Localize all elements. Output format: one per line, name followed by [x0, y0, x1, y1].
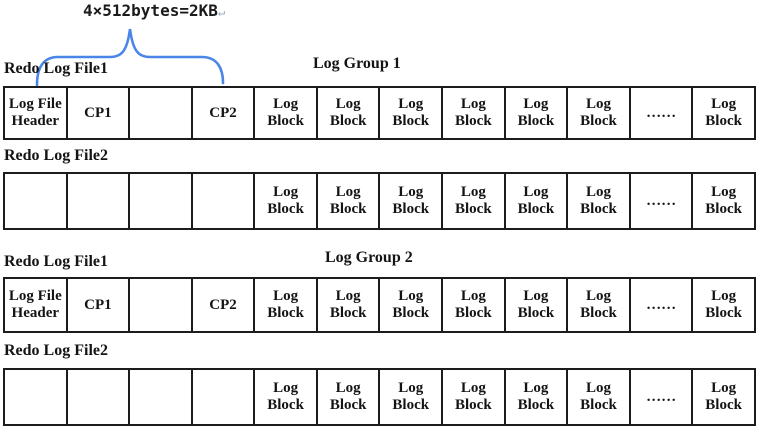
empty-cell: [130, 279, 193, 331]
file-label: Redo Log File1: [4, 60, 108, 77]
empty-cell: [193, 174, 256, 228]
file-label: Redo Log File2: [4, 342, 108, 359]
log-block-cell: Log Block: [705, 288, 742, 321]
group-title: Log Group 2: [325, 249, 413, 266]
log-block-cell: Log Block: [255, 279, 318, 331]
file-label: Redo Log File2: [4, 147, 108, 164]
log-block-cell: Log Block: [443, 88, 506, 138]
log-block-cell: Log Block: [318, 370, 381, 424]
log-block-cell: Log Block: [705, 96, 742, 129]
log-block-cell: Log Block: [443, 370, 506, 424]
cp1-cell: CP1: [68, 88, 131, 138]
empty-cell: [68, 174, 131, 228]
log-file-header-cell: Log File Header: [5, 88, 68, 138]
log-block-cell: Log Block: [705, 380, 742, 413]
log-block-cell: Log Block: [443, 174, 506, 228]
cp1-cell: CP1: [68, 279, 131, 331]
log-block-cell: Log Block: [568, 279, 631, 331]
size-annotation: 4×512bytes=2KB↵: [83, 1, 225, 20]
log-block-cell: Log Block: [255, 174, 318, 228]
empty-cell: [130, 88, 193, 138]
empty-cell: [130, 370, 193, 424]
log-block-cell: Log Block: [568, 88, 631, 138]
cp2-cell: CP2: [193, 88, 256, 138]
ellipsis-cell: ……: [631, 88, 694, 138]
log-block-cell: Log Block: [568, 174, 631, 228]
empty-cell: [5, 370, 68, 424]
log-block-cell: Log Block: [380, 174, 444, 228]
log-block-cell: Log Block: [506, 370, 569, 424]
log-block-cell: Log Block: [318, 279, 381, 331]
log-block-cell: Log Block: [255, 88, 318, 138]
log-block-cell: Log Block: [380, 88, 444, 138]
return-mark: ↵: [217, 5, 226, 19]
log-block-cell: Log Block: [705, 184, 742, 217]
ellipsis-cell: ……: [631, 279, 694, 331]
ellipsis-cell: ……: [631, 174, 694, 228]
ellipsis-cell: ……: [631, 370, 694, 424]
cp2-cell: CP2: [193, 279, 256, 331]
log-block-cell: Log Block: [318, 174, 381, 228]
empty-cell: [130, 174, 193, 228]
group-title: Log Group 1: [313, 55, 401, 72]
size-annotation-text: 4×512bytes=2KB: [83, 1, 218, 20]
log-block-cell: Log Block: [318, 88, 381, 138]
empty-cell: [5, 174, 68, 228]
log-file-header-cell: Log File Header: [5, 279, 68, 331]
log-block-cell: Log Block: [506, 174, 569, 228]
log-block-cell: Log Block: [380, 279, 444, 331]
log-block-cell: Log Block: [568, 370, 631, 424]
log-block-cell: Log Block: [506, 279, 569, 331]
file-label: Redo Log File1: [4, 253, 108, 270]
empty-cell: [68, 370, 131, 424]
log-block-cell: Log Block: [506, 88, 569, 138]
log-block-cell: Log Block: [443, 279, 506, 331]
log-block-cell: Log Block: [255, 370, 318, 424]
empty-cell: [193, 370, 256, 424]
log-block-cell: Log Block: [380, 370, 444, 424]
